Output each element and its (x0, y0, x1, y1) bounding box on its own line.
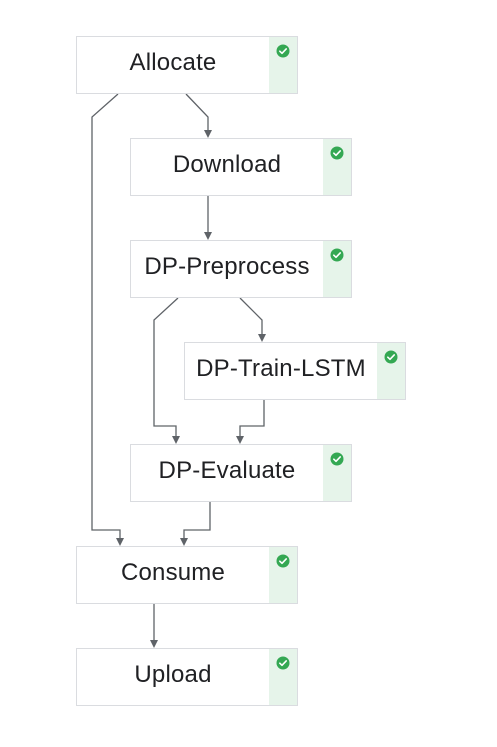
check-circle-icon (276, 554, 290, 568)
check-circle-icon (330, 452, 344, 466)
node-label: Download (172, 150, 282, 178)
edge-allocate-download (185, 93, 212, 138)
node-download[interactable]: Download (130, 138, 352, 196)
check-circle-icon (276, 44, 290, 58)
status-strip (323, 241, 351, 297)
node-label: Upload (134, 660, 212, 688)
status-strip (377, 343, 405, 399)
status-strip (269, 649, 297, 705)
status-strip (323, 445, 351, 501)
check-circle-icon (330, 146, 344, 160)
node-label: DP-Preprocess (144, 252, 310, 280)
node-label: Consume (120, 558, 226, 586)
node-allocate[interactable]: Allocate (76, 36, 298, 94)
check-circle-icon (330, 248, 344, 262)
node-upload[interactable]: Upload (76, 648, 298, 706)
node-label: DP-Train-LSTM (196, 354, 366, 382)
edge-dp-preprocess-dp-train-lstm (239, 297, 266, 342)
edge-dp-evaluate-consume (180, 502, 211, 546)
node-dp-evaluate[interactable]: DP-Evaluate (130, 444, 352, 502)
edge-dp-preprocess-dp-evaluate (153, 297, 180, 444)
edge-allocate-consume (91, 93, 124, 546)
status-strip (323, 139, 351, 195)
node-dp-preprocess[interactable]: DP-Preprocess (130, 240, 352, 298)
node-dp-train-lstm[interactable]: DP-Train-LSTM (184, 342, 406, 400)
status-strip (269, 37, 297, 93)
status-strip (269, 547, 297, 603)
edge-dp-train-lstm-dp-evaluate (236, 400, 265, 444)
node-label: DP-Evaluate (158, 456, 296, 484)
check-circle-icon (276, 656, 290, 670)
node-consume[interactable]: Consume (76, 546, 298, 604)
check-circle-icon (384, 350, 398, 364)
node-label: Allocate (129, 48, 217, 76)
